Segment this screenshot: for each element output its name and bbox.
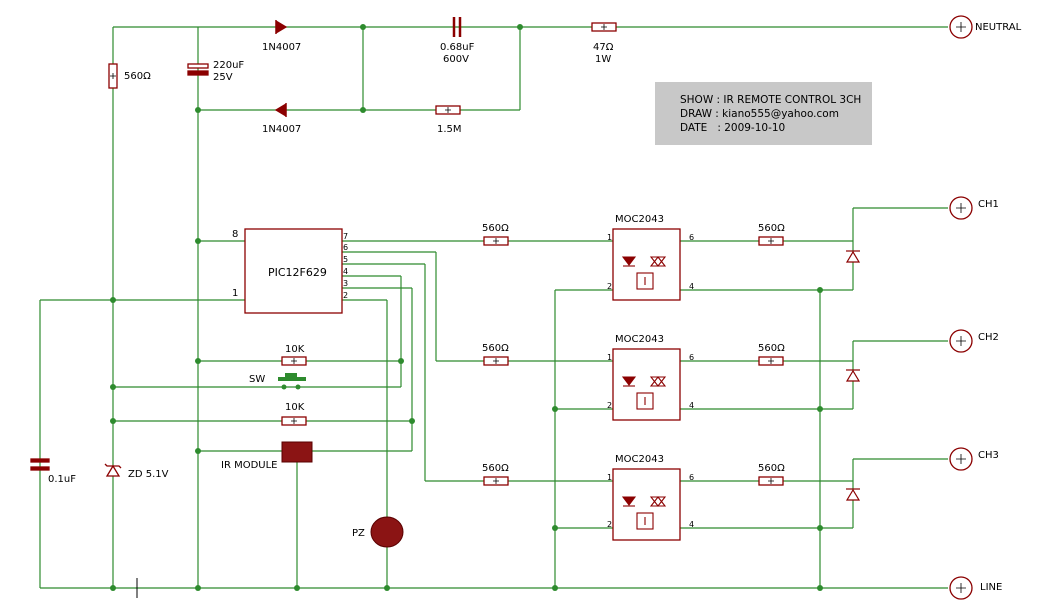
mcu-pin-2: 2 [343, 291, 348, 300]
label-r-led-3: 560Ω [482, 463, 509, 474]
label-r-ir: 10K [285, 402, 305, 413]
label-r-gate-1: 560Ω [758, 223, 785, 234]
triac-1 [845, 250, 861, 263]
push-switch[interactable] [278, 373, 306, 390]
label-opto-1: MOC2043 [615, 214, 664, 225]
label-diode-top: 1N4007 [262, 42, 301, 53]
label-zener: ZD 5.1V [128, 469, 169, 480]
label-opto-2: MOC2043 [615, 334, 664, 345]
label-switch: SW [249, 374, 265, 385]
info-draw: DRAW : kiano555@yahoo.com [680, 108, 839, 120]
label-r-led-1: 560Ω [482, 223, 509, 234]
mcu-pin-1: 1 [232, 288, 238, 299]
terminals[interactable] [949, 15, 973, 600]
pic12f629-chip [244, 228, 343, 314]
mcu-pin-6: 6 [343, 243, 348, 252]
label-terminal-ch2: CH2 [978, 332, 999, 343]
label-r-led-2: 560Ω [482, 343, 509, 354]
triac-2 [845, 369, 861, 382]
capacitor-01uf [30, 458, 50, 471]
label-terminal-ch3: CH3 [978, 450, 999, 461]
label-cap-220uf-voltage: 25V [213, 72, 233, 83]
mcu-pin-8: 8 [232, 229, 238, 240]
opto1-pin-1: 1 [607, 233, 612, 242]
mcu-pin-7: 7 [343, 232, 348, 241]
capacitor-220uf [187, 63, 209, 76]
info-show: SHOW : IR REMOTE CONTROL 3CH [680, 94, 862, 106]
label-r-gate-3: 560Ω [758, 463, 785, 474]
buzzer [370, 516, 404, 548]
label-mcu: PIC12F629 [268, 266, 327, 279]
label-r-left: 560Ω [124, 71, 151, 82]
opto1-pin-4: 4 [689, 282, 694, 291]
ir-module [281, 441, 313, 463]
info-box: SHOW : IR REMOTE CONTROL 3CH DRAW : kian… [655, 82, 872, 145]
label-cap-220uf: 220uF [213, 60, 244, 71]
zener-diode [104, 463, 122, 477]
label-terminal-ch1: CH1 [978, 199, 999, 210]
info-date: DATE : 2009-10-10 [680, 122, 786, 134]
opto3-pin-4: 4 [689, 520, 694, 529]
opto1-pin-6: 6 [689, 233, 694, 242]
label-r-series-power: 1W [595, 54, 611, 65]
opto3-pin-6: 6 [689, 473, 694, 482]
opto2-pin-4: 4 [689, 401, 694, 410]
diode-top [275, 19, 288, 35]
opto-box-2 [612, 348, 681, 421]
opto2-pin-1: 1 [607, 353, 612, 362]
label-cap-small: 0.1uF [48, 474, 76, 485]
triacs [845, 250, 861, 501]
opto3-pin-1: 1 [607, 473, 612, 482]
label-terminal-line: LINE [980, 582, 1002, 593]
capacitor-068uf [452, 17, 462, 37]
label-terminal-neutral: NEUTRAL [975, 22, 1022, 33]
opto-internals [621, 256, 667, 530]
label-cap-068uf-voltage: 600V [443, 54, 469, 65]
mcu-pin-3: 3 [343, 279, 348, 288]
label-r-bleeder: 1.5M [437, 124, 462, 135]
label-r-gate-2: 560Ω [758, 343, 785, 354]
mcu-pin-4: 4 [343, 267, 348, 276]
junctions [110, 24, 823, 591]
opto-box-3 [612, 468, 681, 541]
opto3-pin-2: 2 [607, 520, 612, 529]
opto1-pin-2: 2 [607, 282, 612, 291]
label-ir-module: IR MODULE [221, 460, 277, 471]
opto2-pin-6: 6 [689, 353, 694, 362]
label-opto-3: MOC2043 [615, 454, 664, 465]
label-r-pullup: 10K [285, 344, 305, 355]
label-r-series: 47Ω [593, 42, 614, 53]
opto-box-1 [612, 228, 681, 301]
label-diode-bottom: 1N4007 [262, 124, 301, 135]
label-buzzer: PZ [352, 528, 365, 539]
mcu-pin-5: 5 [343, 255, 348, 264]
triac-3 [845, 488, 861, 501]
label-cap-068uf: 0.68uF [440, 42, 475, 53]
opto2-pin-2: 2 [607, 401, 612, 410]
diode-bottom [274, 102, 287, 118]
